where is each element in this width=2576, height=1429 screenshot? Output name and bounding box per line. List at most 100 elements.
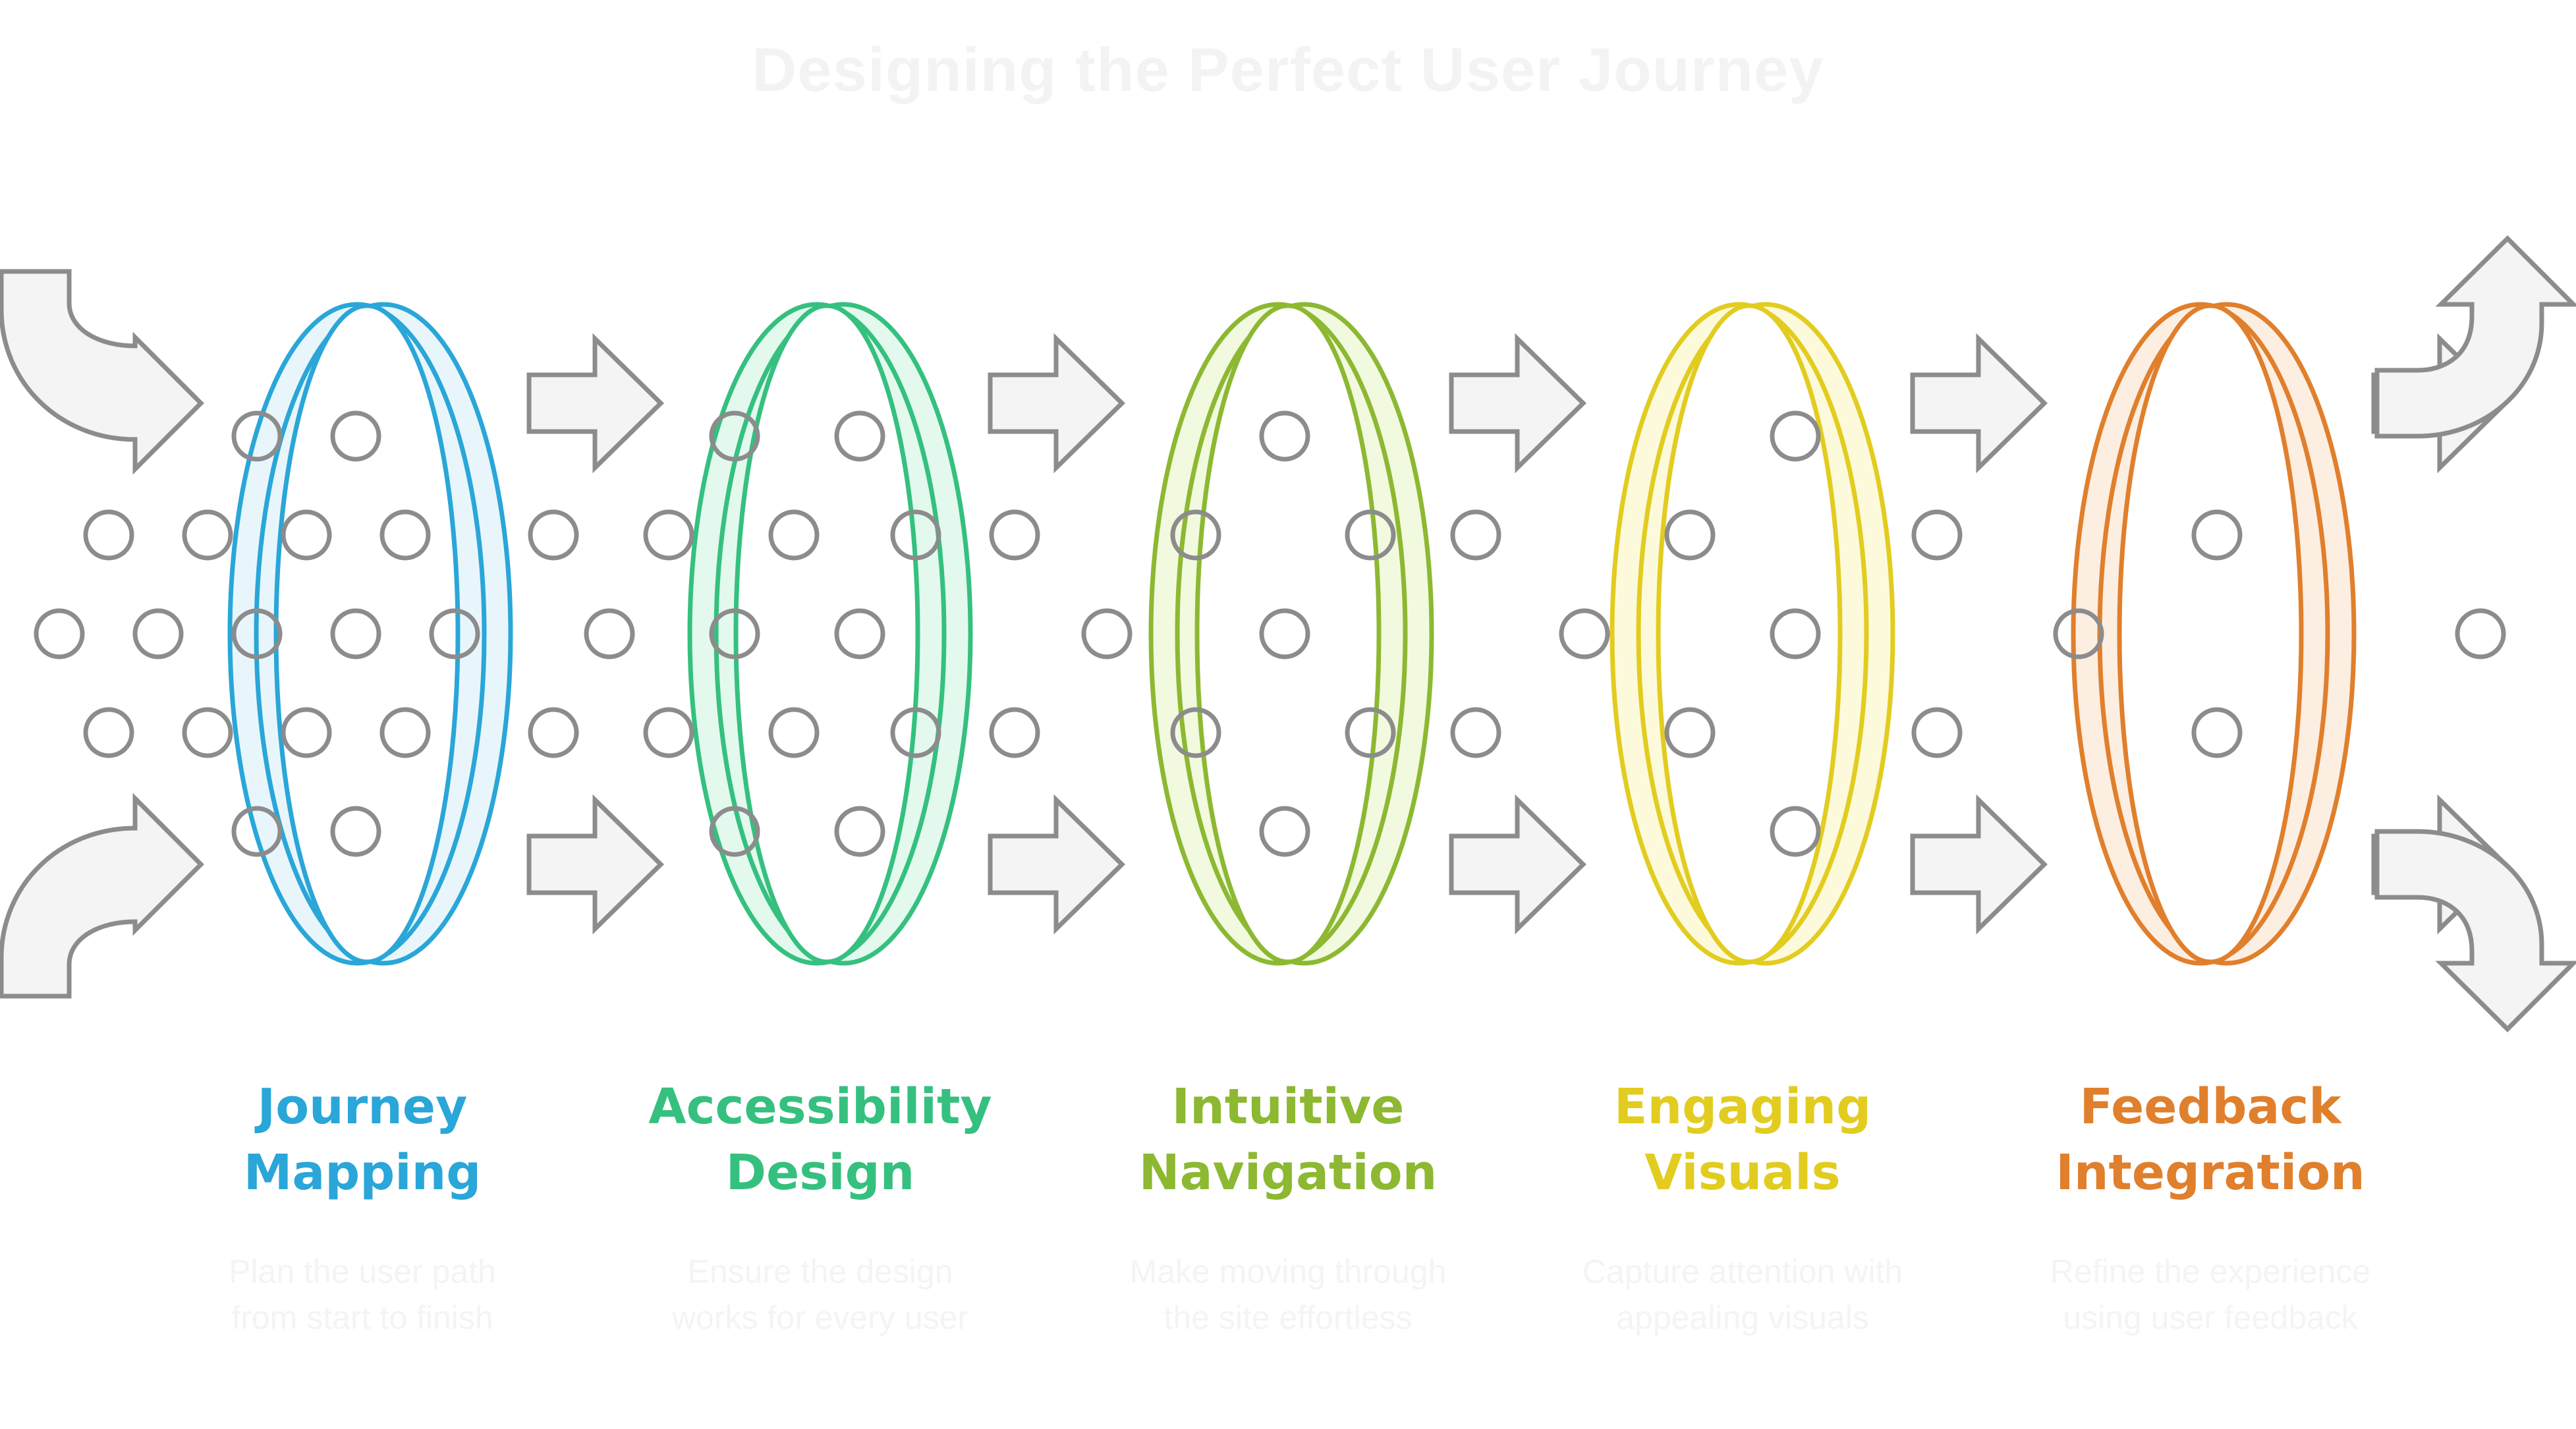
ring-feedback-integration bbox=[2071, 302, 2357, 966]
stage-label-intuitive-navigation: Intuitive Navigation bbox=[1057, 1074, 1519, 1206]
ring-accessibility-design bbox=[687, 302, 973, 966]
ring-outer-edge bbox=[1610, 302, 1869, 966]
stage-label-line2: Visuals bbox=[1644, 1144, 1841, 1201]
particle-dot bbox=[379, 707, 431, 758]
right-arrow-icon bbox=[1910, 794, 2048, 935]
ring-back-edge bbox=[714, 302, 973, 966]
particle-dot bbox=[182, 707, 233, 758]
particle-dot bbox=[2191, 707, 2243, 758]
ring-inner-edge bbox=[1194, 303, 1382, 965]
particle-dot bbox=[281, 509, 332, 561]
stage-label-line2: Integration bbox=[2056, 1144, 2365, 1201]
right-arrow-icon bbox=[1449, 333, 1587, 474]
stage-label-line2: Design bbox=[725, 1144, 915, 1201]
particle-dot bbox=[231, 806, 283, 857]
particle-dot bbox=[989, 509, 1040, 561]
right-arrow-icon bbox=[1910, 333, 2048, 474]
right-arrow-icon bbox=[988, 333, 1126, 474]
ring-outer-edge bbox=[687, 302, 947, 966]
particle-dot bbox=[709, 410, 760, 462]
ring-back-edge bbox=[1175, 302, 1434, 966]
particle-dot bbox=[989, 707, 1040, 758]
particle-dot bbox=[1770, 410, 1821, 462]
ring-journey-mapping bbox=[227, 302, 513, 966]
right-arrow-icon bbox=[1449, 794, 1587, 935]
particle-dot bbox=[132, 608, 184, 659]
particle-dot bbox=[1259, 410, 1310, 462]
stage-label-line1: Journey bbox=[257, 1079, 468, 1135]
particle-dot bbox=[83, 509, 134, 561]
particle-dot bbox=[1911, 509, 1963, 561]
particle-dot bbox=[1450, 707, 1501, 758]
particle-dot bbox=[1770, 806, 1821, 857]
particle-dot bbox=[1259, 608, 1310, 659]
curved-arrow-in-bottom-icon bbox=[0, 793, 204, 999]
ring-intuitive-navigation bbox=[1148, 302, 1434, 966]
right-arrow-icon bbox=[988, 794, 1126, 935]
particle-dot bbox=[1170, 509, 1221, 561]
ring-back-edge bbox=[254, 302, 513, 966]
particle-dot bbox=[890, 707, 941, 758]
particle-dot bbox=[1450, 509, 1501, 561]
stage-label-journey-mapping: Journey Mapping bbox=[132, 1074, 593, 1206]
particle-dot bbox=[330, 806, 381, 857]
particle-dot bbox=[231, 608, 283, 659]
stage-label-line2: Navigation bbox=[1138, 1144, 1438, 1201]
particle-dot bbox=[709, 806, 760, 857]
particle-dot bbox=[1345, 509, 1396, 561]
particle-dot bbox=[34, 608, 85, 659]
stage-label-line1: Intuitive bbox=[1171, 1079, 1405, 1135]
particle-dot bbox=[834, 410, 885, 462]
particle-dot bbox=[1170, 707, 1221, 758]
ring-outer-edge bbox=[1148, 302, 1408, 966]
curved-arrow-out-top-icon bbox=[2374, 235, 2576, 439]
particle-dot bbox=[528, 509, 579, 561]
particle-dot bbox=[890, 509, 941, 561]
stage-label-line1: Feedback bbox=[2079, 1079, 2341, 1135]
ring-inner-edge bbox=[733, 303, 920, 965]
stage-label-accessibility-design: Accessibility Design bbox=[590, 1074, 1051, 1206]
particle-dot bbox=[768, 509, 820, 561]
curved-arrow-in-top-icon bbox=[0, 269, 204, 475]
particle-dot bbox=[1770, 608, 1821, 659]
ring-inner-edge bbox=[1656, 303, 1843, 965]
right-arrow-icon bbox=[526, 794, 665, 935]
particle-dot bbox=[429, 608, 480, 659]
particle-dot bbox=[2053, 608, 2104, 659]
particle-dot bbox=[709, 608, 760, 659]
diagram-title: Designing the Perfect User Journey bbox=[752, 35, 1824, 104]
particle-dot bbox=[1259, 806, 1310, 857]
particle-dot bbox=[1911, 707, 1963, 758]
particle-dot bbox=[528, 707, 579, 758]
particle-dot bbox=[768, 707, 820, 758]
ring-outer-edge bbox=[227, 302, 487, 966]
particle-dot bbox=[330, 410, 381, 462]
stage-label-line1: Accessibility bbox=[648, 1079, 992, 1135]
particle-dot bbox=[83, 707, 134, 758]
ring-inner-edge bbox=[2117, 303, 2304, 965]
right-arrow-icon bbox=[526, 333, 665, 474]
ring-outer-edge bbox=[2071, 302, 2330, 966]
particle-dot bbox=[182, 509, 233, 561]
particle-dot bbox=[834, 806, 885, 857]
stage-label-line2: Mapping bbox=[243, 1144, 482, 1201]
stage-description-accessibility-design: Ensure the design works for every user bbox=[671, 1253, 969, 1336]
curved-arrow-out-bottom-icon bbox=[2374, 829, 2576, 1032]
ring-engaging-visuals bbox=[1610, 302, 1895, 966]
particle-dot bbox=[379, 509, 431, 561]
particle-dot bbox=[584, 608, 635, 659]
particle-dot bbox=[1664, 707, 1716, 758]
ring-inner-edge bbox=[273, 303, 461, 965]
particle-dot bbox=[1559, 608, 1610, 659]
stage-label-line1: Engaging bbox=[1613, 1079, 1872, 1135]
stage-description-journey-mapping: Plan the user path from start to finish bbox=[229, 1253, 496, 1336]
particle-dot bbox=[231, 410, 283, 462]
particle-dot bbox=[2191, 509, 2243, 561]
stage-label-engaging-visuals: Engaging Visuals bbox=[1512, 1074, 1973, 1206]
particle-dot bbox=[1081, 608, 1133, 659]
stage-description-engaging-visuals: Capture attention with appealing visuals bbox=[1582, 1253, 1903, 1336]
particle-dot bbox=[281, 707, 332, 758]
ring-back-edge bbox=[1636, 302, 1895, 966]
